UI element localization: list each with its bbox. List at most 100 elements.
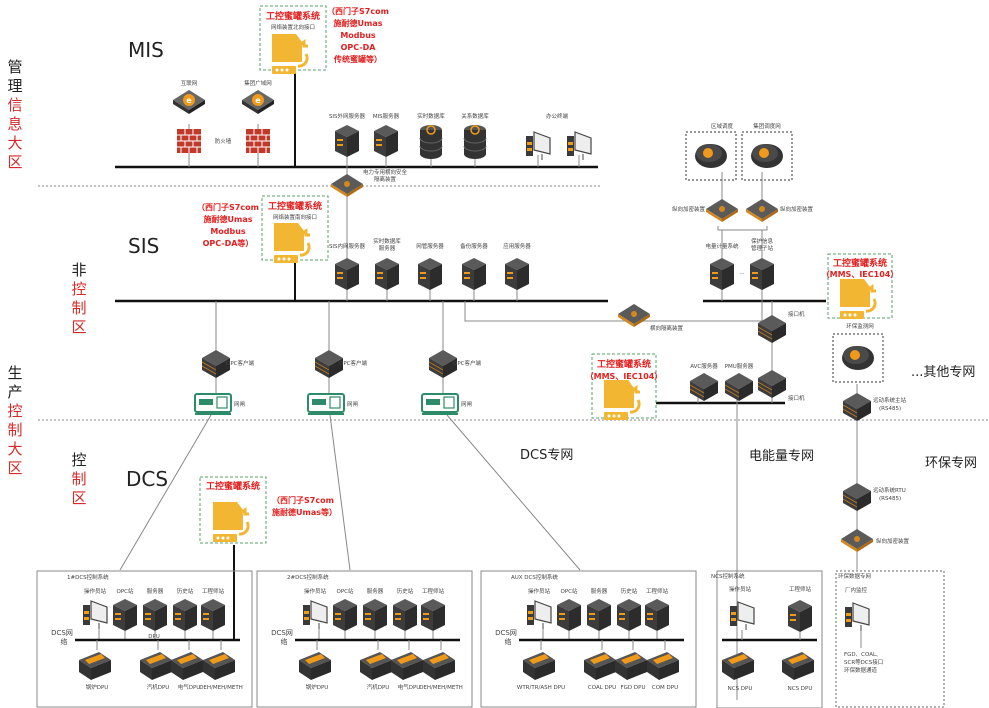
firewall-icon — [176, 128, 202, 154]
svg-text:实时数据库: 实时数据库 — [373, 237, 401, 245]
server-icon — [505, 258, 529, 290]
env-private-network[interactable]: 环保数据专网 厂内监控 FGD、COAL、 SCR等DCS接口 环保数据通道 — [835, 570, 945, 708]
dcs-net-label: DCS网 — [271, 629, 293, 637]
svg-text:远动系统主站: 远动系统主站 — [873, 396, 907, 404]
honeypot-energy[interactable]: 工控蜜罐系统 （MMS、IEC104） — [586, 353, 663, 422]
server-icon — [750, 258, 774, 290]
dcs-system-title: 2#DCS控制系统 — [287, 573, 329, 581]
svg-text:操作员站: 操作员站 — [729, 585, 752, 593]
network-label-other: ...其他专网 — [911, 365, 975, 380]
server-icon — [374, 125, 398, 157]
dcs-system-title: 1#DCS控制系统 — [67, 573, 109, 581]
isolation-device-icon — [618, 304, 650, 327]
zone-char: 生 — [7, 364, 22, 382]
node-gateway-2[interactable]: 网闸 — [307, 393, 358, 415]
honeypot-env[interactable]: 工控蜜罐系统 （MMS、IEC104） — [822, 253, 899, 321]
node-isolation-device[interactable]: 电力专用横向安全 隔离装置 — [331, 168, 407, 197]
honeypot-icon — [211, 500, 251, 544]
node-opc-client-3[interactable]: OPC客户端 — [428, 349, 481, 379]
node-protection-substation[interactable]: 保护信息 管理子站 — [750, 237, 774, 290]
node-interface-1[interactable]: 接口机 — [757, 310, 805, 344]
svg-text:接口机: 接口机 — [788, 310, 805, 318]
server-icon — [724, 372, 754, 402]
zone-char: 区 — [7, 459, 22, 477]
svg-text:OPC客户端: OPC客户端 — [226, 359, 254, 367]
node-backup-server[interactable]: 备份服务器 — [460, 242, 488, 290]
node-env-monitor-net[interactable] — [832, 333, 884, 383]
node-gateway-1[interactable]: 网闸 — [194, 393, 245, 415]
svg-text:网闸: 网闸 — [461, 400, 472, 408]
node-gateway-3[interactable]: 网闸 — [421, 393, 472, 415]
dpu-label: COM DPU — [652, 685, 678, 691]
dcs-top-label: 服务器 — [147, 587, 164, 595]
zone-char: 产 — [7, 383, 22, 401]
firewall-label: 防火墙 — [215, 137, 232, 145]
server-icon — [557, 599, 581, 631]
svg-text:关系数据库: 关系数据库 — [461, 112, 489, 120]
node-sis-external-server[interactable]: SIS外网服务器 — [329, 112, 366, 157]
honeypot-sis[interactable]: 工控蜜罐系统 网络装置南向接口 — [261, 195, 329, 265]
node-pmu-server[interactable]: PMU服务器 — [724, 362, 754, 402]
honeypot-icon — [272, 221, 312, 265]
honeypot-dcs[interactable]: 工控蜜罐系统 — [199, 476, 267, 544]
node-group-dispatch[interactable]: 集团调度网 — [741, 122, 793, 181]
dpu-label: DEH/MEH/METH — [419, 685, 463, 691]
note-line: 施耐德Umas等） — [272, 507, 337, 517]
node-relational-db[interactable]: 关系数据库 — [461, 112, 489, 160]
operator-station-icon — [302, 600, 328, 630]
node-regional-dispatch[interactable]: 区域调度 — [685, 122, 737, 181]
node-env-encrypt[interactable]: 纵向加密装置 — [841, 529, 910, 552]
node-horizontal-isolation[interactable]: 横向隔离装置 — [618, 304, 684, 332]
dpu-icon — [782, 652, 814, 680]
dpu-icon — [203, 652, 235, 680]
isolation-device-icon — [331, 174, 363, 197]
node-encrypt-1[interactable]: 纵向加密装置 — [672, 199, 738, 222]
dcs-net-label: 络 — [505, 637, 512, 646]
dcs-top-label: 操作员站 — [84, 587, 107, 595]
node-mis-server[interactable]: MIS服务器 — [373, 112, 400, 157]
svg-text:网闸: 网闸 — [347, 400, 358, 408]
server-icon — [842, 392, 872, 422]
node-interface-2[interactable]: 接口机 — [757, 369, 805, 402]
server-icon — [645, 599, 669, 631]
gateway-icon — [421, 393, 459, 415]
dcs-top-label: 工程师站 — [422, 587, 445, 595]
node-cems-rtu[interactable]: 远动系统RTU (RS485) — [842, 482, 906, 512]
svg-text:保护信息: 保护信息 — [751, 237, 774, 245]
node-app-server[interactable]: 应用服务器 — [503, 242, 531, 290]
zone-char: 非 — [71, 261, 86, 279]
dpu-icon — [391, 652, 423, 680]
cloud-icon — [695, 144, 727, 168]
honeypot-mis[interactable]: 工控蜜罐系统 网络装置北向接口 — [259, 5, 327, 76]
svg-text:集团广域网: 集团广域网 — [244, 79, 272, 87]
dcs-net-label: 络 — [61, 637, 68, 646]
dpu-icon — [584, 652, 616, 680]
node-encrypt-2[interactable]: 纵向加密装置 — [746, 199, 814, 222]
server-icon — [462, 258, 486, 290]
server-icon — [418, 258, 442, 290]
dpu-label: WTR/TR/ASH DPU — [517, 685, 565, 691]
svg-text:隔离装置: 隔离装置 — [374, 175, 397, 183]
zone-char: 区 — [7, 153, 22, 171]
node-cems-master[interactable]: 远动系统主站 (RS485) — [842, 392, 907, 422]
ncs-control-system[interactable]: NCS控制系统 操作员站 工程师站 NCS DPU NCS DPU — [711, 570, 823, 708]
node-opc-client-1[interactable]: OPC客户端 — [201, 349, 254, 379]
node-realtime-db[interactable]: 实时数据库 — [417, 112, 445, 160]
node-realtime-db-server[interactable]: 实时数据库 服务器 — [373, 237, 401, 290]
node-metering-system[interactable]: 电量计量系统 — [705, 242, 739, 290]
node-avc-server[interactable]: AVC服务器 — [689, 362, 719, 402]
node-netmgmt-server[interactable]: 网管服务器 — [416, 242, 444, 290]
node-group-wan[interactable]: 集团广域网 — [242, 79, 274, 154]
svg-text:实时数据库: 实时数据库 — [417, 112, 445, 120]
node-internet[interactable]: 互联网 — [173, 79, 205, 154]
node-opc-client-2[interactable]: OPC客户端 — [314, 349, 367, 379]
note-line: 施耐德Umas — [204, 214, 253, 224]
server-icon — [421, 599, 445, 631]
dpu-icon — [299, 652, 331, 680]
dcs-net-label: DCS网 — [495, 629, 517, 637]
node-sis-internal-server[interactable]: SIS内网服务器 — [329, 242, 366, 290]
svg-text:NCS DPU: NCS DPU — [788, 686, 813, 692]
